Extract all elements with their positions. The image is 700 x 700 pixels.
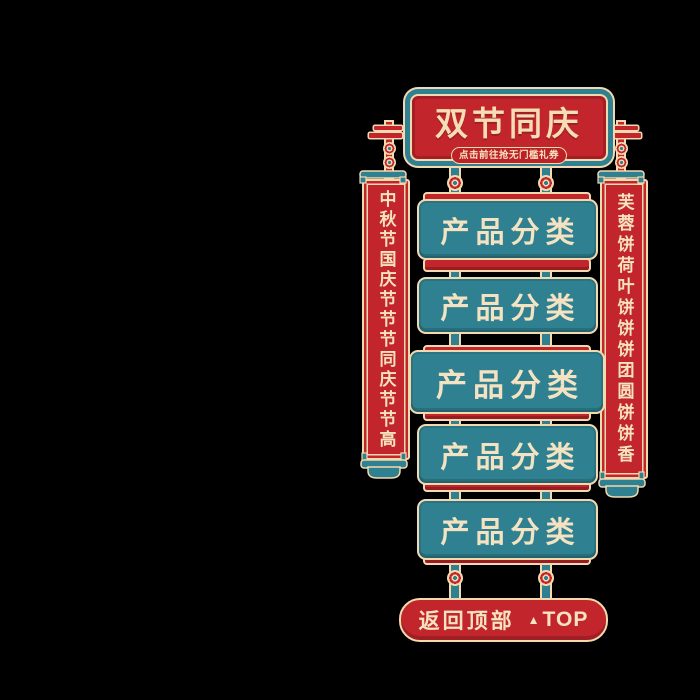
bead-ring-icon	[447, 175, 463, 191]
back-to-top-button[interactable]: 返回顶部 ▲ TOP	[399, 598, 608, 642]
bead-ring-icon	[538, 570, 554, 586]
bead-ring-icon	[538, 175, 554, 191]
banner-cap-top-right	[595, 169, 647, 184]
back-to-top-label: 返回顶部	[418, 610, 515, 633]
triangle-up-icon: ▲	[527, 613, 540, 627]
banner-cap-bottom-left	[360, 452, 408, 480]
banner-cap-top-left	[357, 169, 409, 184]
bead-ring-icon	[615, 142, 628, 155]
category-button-4[interactable]: 产品分类	[417, 424, 598, 485]
hanger-crossbar	[369, 133, 402, 138]
hanger-crossbar	[610, 126, 638, 130]
header-banner[interactable]: 双节同庆 点击前往抢无门槛礼券	[410, 94, 608, 164]
top-label: TOP	[542, 608, 589, 631]
left-couplet-banner: 中秋节国庆节节节同庆节节高	[362, 179, 410, 460]
hanger-crossbar	[608, 133, 641, 138]
category-button-5[interactable]: 产品分类	[417, 499, 598, 560]
top-group: ▲ TOP	[528, 608, 589, 632]
right-couplet-banner: 芙蓉饼荷叶饼饼饼团圆饼饼香	[600, 179, 648, 479]
bead-ring-icon	[447, 570, 463, 586]
bead-ring-icon	[615, 156, 628, 169]
right-couplet-text: 芙蓉饼荷叶饼饼饼团圆饼饼香	[614, 192, 634, 466]
hanger-crossbar	[374, 126, 402, 130]
left-couplet-text: 中秋节国庆节节节同庆节节高	[376, 189, 396, 450]
bead-ring-icon	[383, 142, 396, 155]
category-button-2[interactable]: 产品分类	[417, 277, 598, 334]
coupon-pill[interactable]: 点击前往抢无门槛礼券	[451, 147, 567, 164]
category-button-3[interactable]: 产品分类	[409, 350, 605, 414]
category-button-1[interactable]: 产品分类	[417, 199, 598, 260]
bead-ring-icon	[383, 156, 396, 169]
header-title: 双节同庆	[435, 105, 583, 142]
ladder-rung	[423, 258, 591, 272]
banner-cap-bottom-right	[598, 471, 646, 499]
